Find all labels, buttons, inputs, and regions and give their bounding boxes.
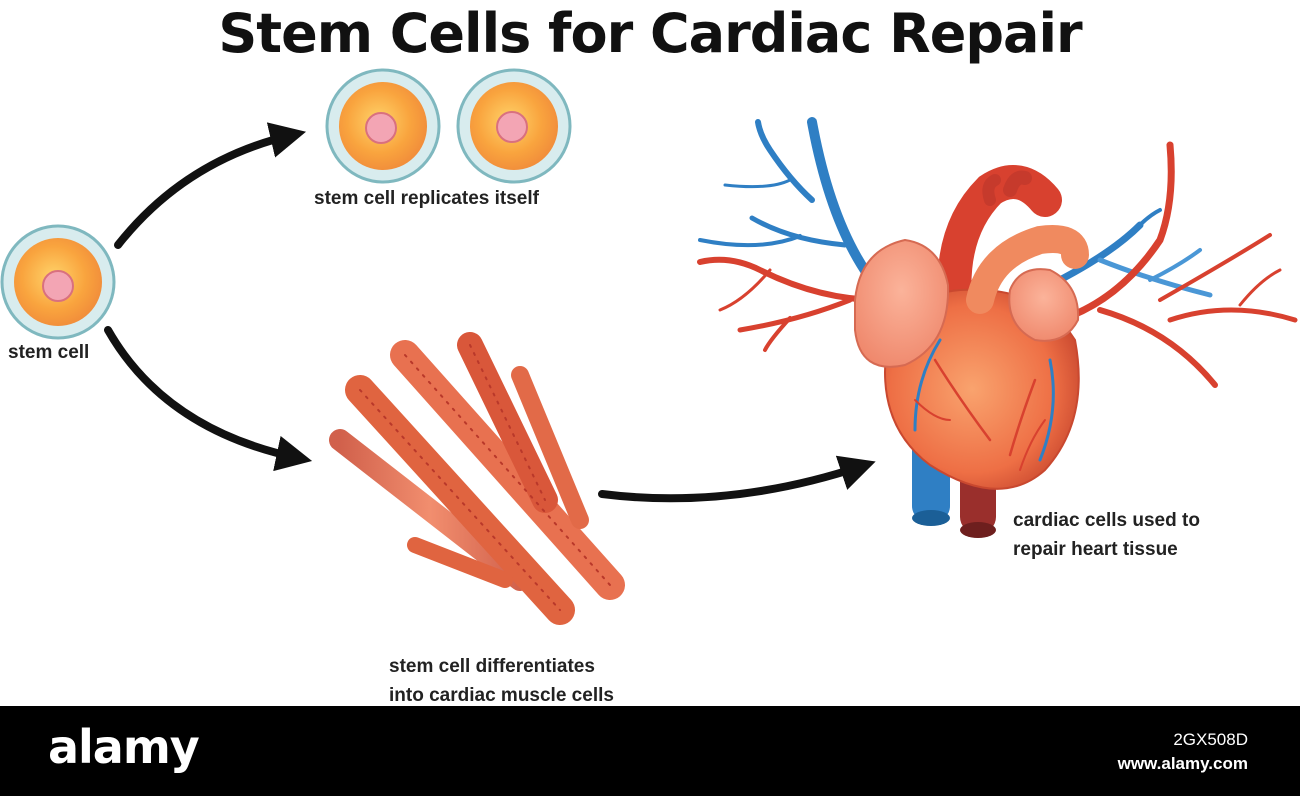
arrow-to-differentiation [104,326,313,472]
arrow-to-replication [114,122,307,249]
image-id: 2GX508D [1173,730,1248,749]
cardiac-label-line2: repair heart tissue [1013,539,1178,560]
heart-icon [697,117,1298,538]
site-url: www.alamy.com [1117,754,1248,773]
cardiac-muscle-fibers-icon [329,332,625,625]
differentiates-label-line1: stem cell differentiates [389,656,595,677]
diagram-artwork [0,68,1298,625]
replicated-cell-icon-1 [325,68,441,184]
replicated-cell-icon-2 [456,68,572,184]
stem-cell-icon [0,224,116,340]
watermark-footer: alamy 2GX508D www.alamy.com [0,706,1300,796]
cardiac-label-line1: cardiac cells used to [1013,510,1200,531]
stem-cell-label: stem cell [8,342,90,363]
brand-logo: alamy [48,720,200,774]
arrow-to-heart [598,455,876,503]
differentiates-label-line2: into cardiac muscle cells [389,685,614,706]
replicates-label: stem cell replicates itself [314,188,539,209]
page-title: Stem Cells for Cardiac Repair [218,2,1082,65]
